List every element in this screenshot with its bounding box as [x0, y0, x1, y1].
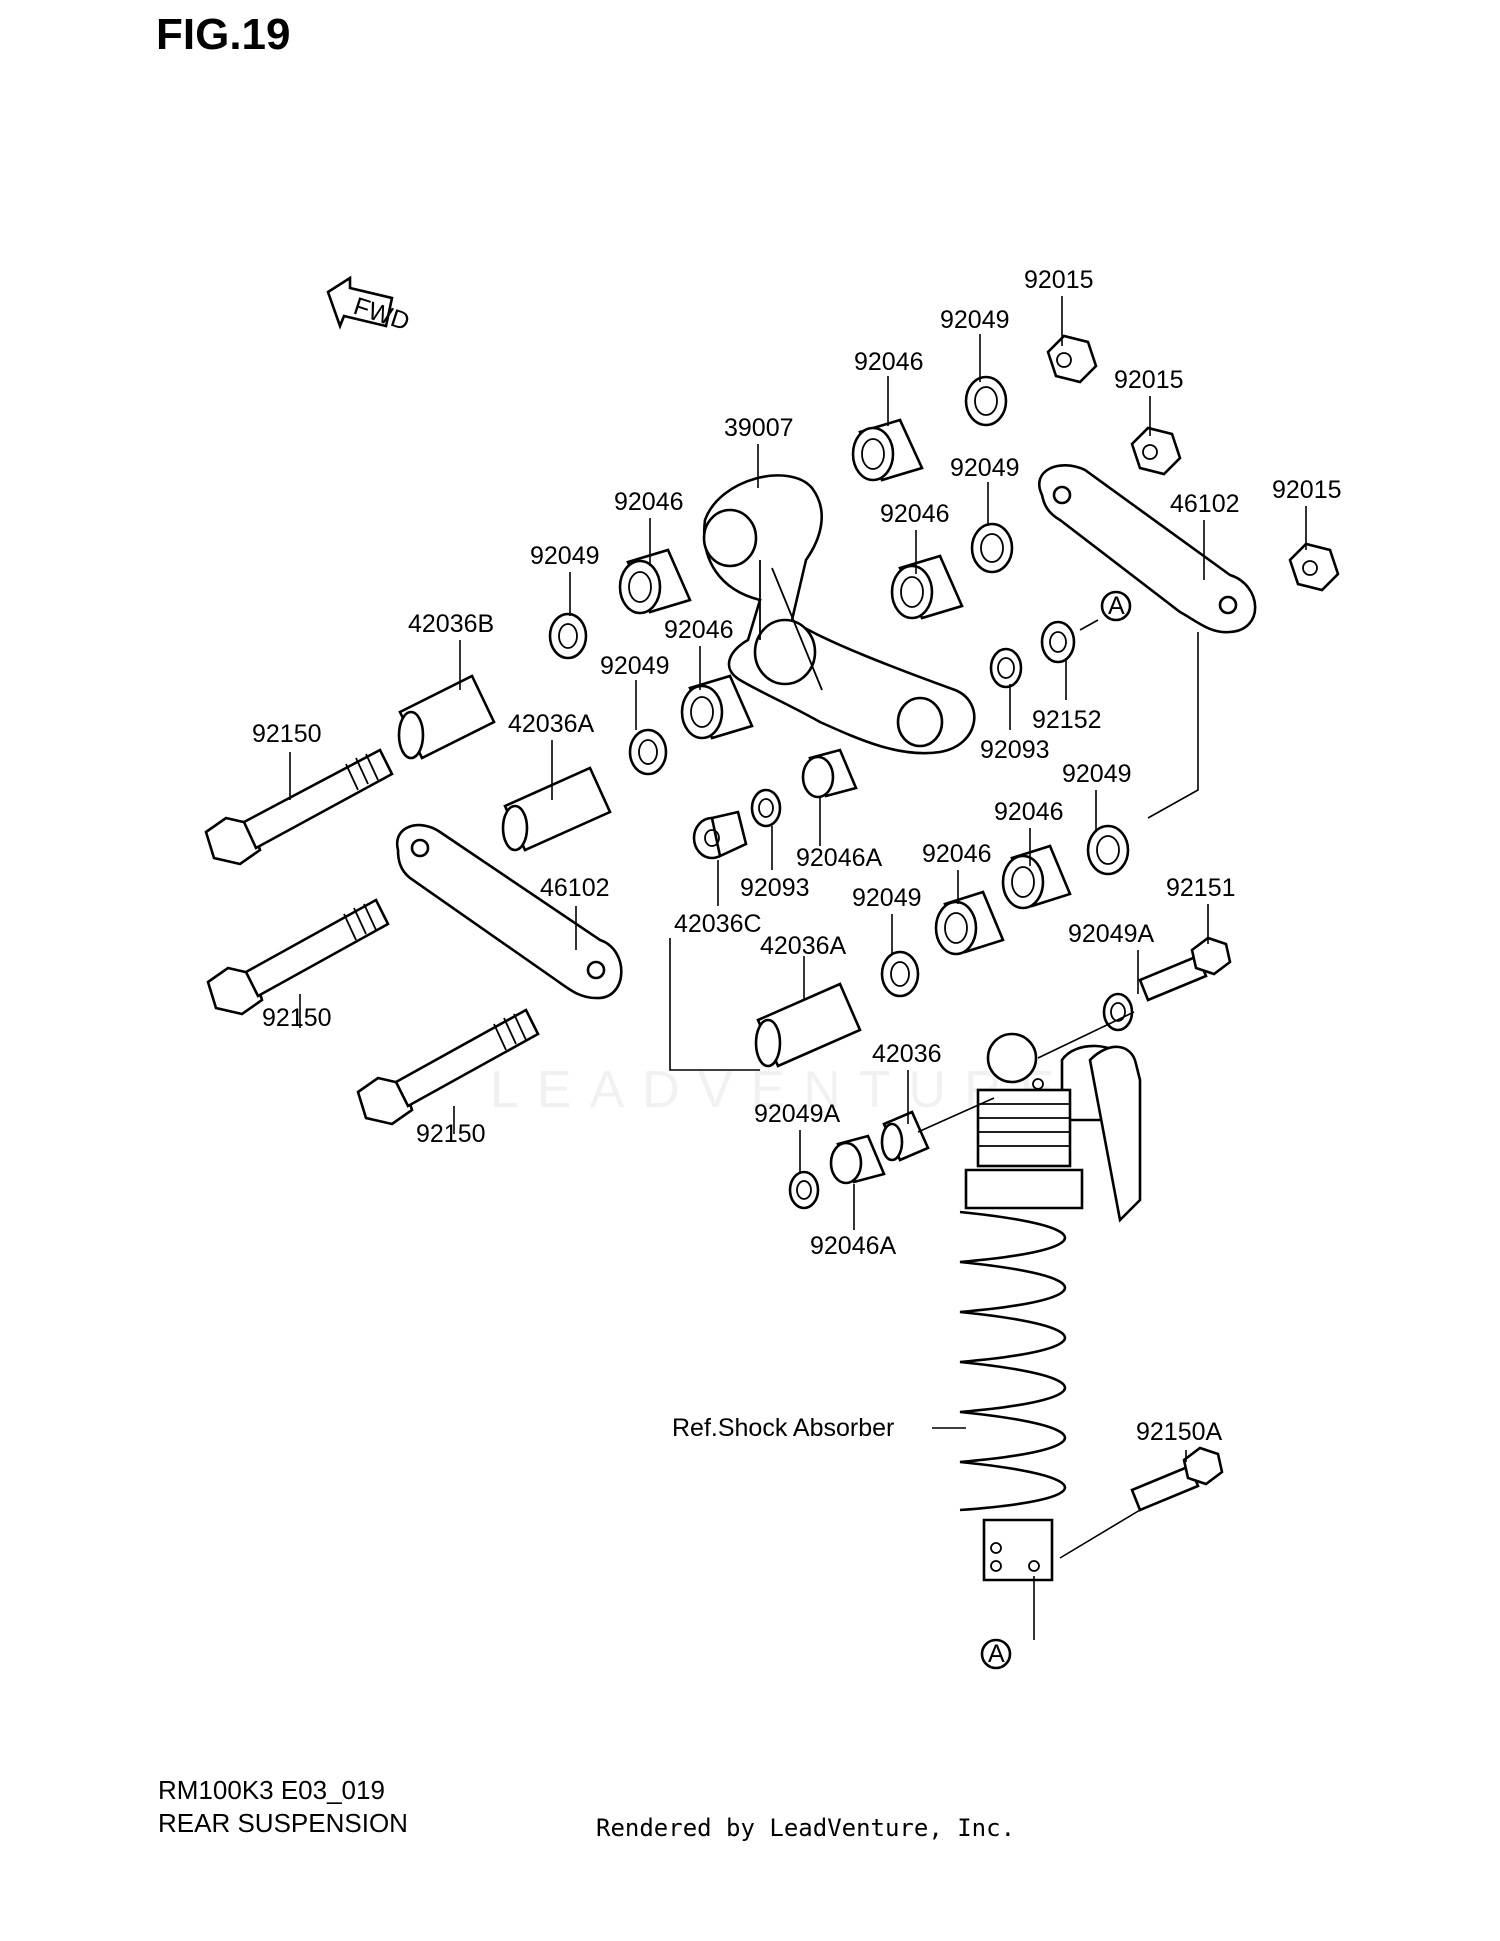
bolt-92151 [1138, 936, 1232, 1002]
callout-92093: 92093 [980, 736, 1050, 764]
callout-92046: 92046 [994, 798, 1064, 826]
callout-92049: 92049 [1062, 760, 1132, 788]
collar-42036C [692, 810, 748, 860]
needle-bearing-92046-b [618, 548, 692, 615]
callout-92049: 92049 [600, 652, 670, 680]
oil-seal-92049-left [548, 612, 588, 660]
needle-bearing-92046A-bottom [829, 1134, 886, 1185]
callout-92093: 92093 [740, 874, 810, 902]
washer-92093-r [989, 647, 1023, 689]
fwd-arrow-icon: FWD [326, 275, 413, 336]
part-callouts: 92015 92049 92046 92015 39007 92049 9201… [252, 266, 1342, 1446]
callout-42036A: 42036A [760, 932, 847, 960]
callout-46102: 46102 [1170, 490, 1240, 518]
callout-92015: 92015 [1024, 266, 1094, 294]
oil-seal-92049-m [880, 950, 920, 998]
callout-92150: 92150 [416, 1120, 486, 1148]
shock-absorber [959, 1032, 1142, 1582]
spacer-42036B [397, 674, 496, 760]
section-name: REAR SUSPENSION [158, 1808, 408, 1838]
callout-92150: 92150 [262, 1004, 332, 1032]
oil-seal-92049A-r [1102, 992, 1134, 1032]
callout-92150A: 92150A [1136, 1418, 1223, 1446]
callout-92049: 92049 [940, 306, 1010, 334]
needle-bearing-92046-a [851, 418, 924, 482]
callout-92046: 92046 [880, 500, 950, 528]
callout-92015: 92015 [1114, 366, 1184, 394]
oil-seal-92049-b [970, 522, 1014, 574]
watermark-text: LEADVENTURE [490, 1061, 1073, 1119]
callout-92046: 92046 [614, 488, 684, 516]
reference-marker-a-bottom: A [980, 1638, 1012, 1670]
linkage-arm-39007 [702, 474, 976, 755]
leader-lines [289, 296, 1307, 1640]
oil-seal-92049-r [1086, 824, 1130, 876]
washer-92093-m [750, 788, 782, 828]
nut-92015-right [1288, 542, 1340, 592]
callout-46102: 46102 [540, 874, 610, 902]
spacer-42036A-top [501, 766, 612, 852]
nut-92015-top [1046, 334, 1098, 384]
callout-92151: 92151 [1166, 874, 1236, 902]
callout-ref-shock-absorber: Ref.Shock Absorber [672, 1414, 894, 1442]
callout-92152: 92152 [1032, 706, 1102, 734]
connecting-rod-46102-top [1038, 464, 1257, 634]
callout-92046: 92046 [922, 840, 992, 868]
svg-text:A: A [1108, 592, 1125, 620]
needle-bearing-92046-f [934, 890, 1005, 956]
bolt-92150-bottom [356, 1008, 540, 1126]
connecting-rod-46102-bottom [395, 823, 623, 1000]
callout-92046A: 92046A [796, 844, 883, 872]
model-code: RM100K3 E03_019 [158, 1775, 385, 1805]
oil-seal-92049A-l [788, 1170, 820, 1210]
spacer-42036A-bottom [754, 982, 862, 1068]
spacer-42036 [880, 1110, 930, 1162]
oil-seal-92049-top [964, 375, 1008, 427]
fwd-label: FWD [350, 292, 413, 336]
callout-92015: 92015 [1272, 476, 1342, 504]
callout-92049: 92049 [950, 454, 1020, 482]
figure-title: FIG.19 [156, 10, 291, 59]
bolt-92150A [1130, 1446, 1224, 1512]
callout-92046: 92046 [664, 616, 734, 644]
callout-92150: 92150 [252, 720, 322, 748]
bolt-92150-mid [206, 898, 390, 1016]
callout-42036A: 42036A [508, 710, 595, 738]
oil-seal-92049-c [628, 728, 668, 776]
washer-92152 [1040, 620, 1076, 664]
callout-42036C: 42036C [674, 910, 762, 938]
callout-92049: 92049 [852, 884, 922, 912]
bolt-92150-top [204, 748, 394, 866]
render-credit: Rendered by LeadVenture, Inc. [596, 1814, 1016, 1842]
callout-39007: 39007 [724, 414, 794, 442]
callout-42036B: 42036B [408, 610, 494, 638]
svg-text:A: A [988, 1640, 1005, 1668]
nut-92015-mid [1130, 426, 1182, 476]
needle-bearing-92046A-top [801, 748, 858, 799]
needle-bearing-92046-c [890, 554, 964, 620]
needle-bearing-92046-d [680, 674, 754, 740]
callout-92049A: 92049A [754, 1100, 841, 1128]
needle-bearing-92046-e [1001, 844, 1072, 910]
callout-42036: 42036 [872, 1040, 942, 1068]
reference-marker-a-top: A [1100, 590, 1132, 622]
callout-92046A: 92046A [810, 1232, 897, 1260]
callout-92049A: 92049A [1068, 920, 1155, 948]
callout-92046: 92046 [854, 348, 924, 376]
callout-92049: 92049 [530, 542, 600, 570]
